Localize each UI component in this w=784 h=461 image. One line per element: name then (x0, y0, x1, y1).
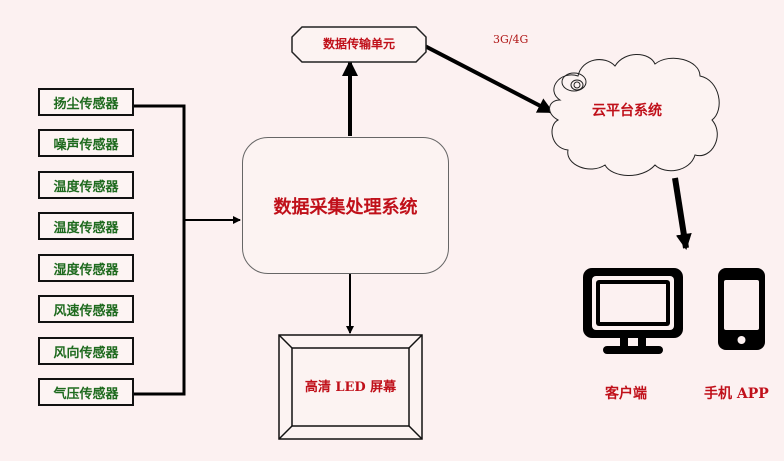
network-label: 3G/4G (493, 33, 529, 46)
sensor-air-pressure: 气压传感器 (38, 378, 134, 406)
sensor-noise: 噪声传感器 (38, 129, 134, 157)
desktop-client-label: 客户端 (605, 386, 647, 402)
led-screen-label: 高清 LED 屏幕 (304, 380, 397, 395)
sensor-humidity: 湿度传感器 (38, 254, 134, 282)
cloud-platform-label: 云平台系统 (592, 103, 662, 119)
transmission-unit-label: 数据传输单元 (322, 37, 395, 51)
sensor-dust: 扬尘传感器 (38, 88, 134, 116)
cloud-to-clients-arrow (672, 177, 692, 250)
sensor-wind-speed: 风速传感器 (38, 295, 134, 323)
led-screen-frame (278, 334, 423, 440)
sensor-bus (134, 104, 186, 396)
mobile-app-label: 手机 APP (704, 386, 769, 402)
cloud-swirl-icon (561, 72, 587, 92)
sensor-wind-direction: 风向传感器 (38, 337, 134, 365)
sensor-temperature-2: 温度传感器 (38, 212, 134, 240)
data-processing-system: 数据采集处理系统 (242, 137, 449, 274)
sensor-temperature: 温度传感器 (38, 171, 134, 199)
smartphone-icon (718, 268, 765, 350)
monitor-icon (583, 268, 683, 354)
transmission-unit-shape (291, 26, 427, 63)
cloud-shape (549, 54, 720, 176)
data-processing-system-label: 数据采集处理系统 (273, 196, 418, 218)
transmission-to-cloud-arrow (420, 42, 554, 114)
